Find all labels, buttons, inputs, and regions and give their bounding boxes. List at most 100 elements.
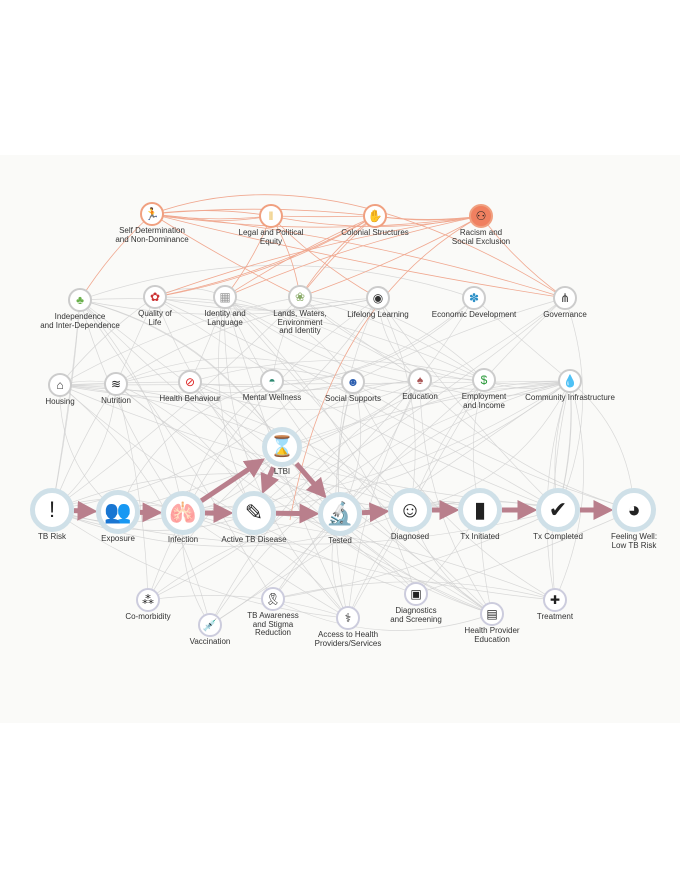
influence-edge: [51, 299, 81, 511]
structural-edge: [154, 215, 376, 298]
runner-landscape-icon: 🏃: [140, 202, 164, 226]
node-employment-and-income[interactable]: $Employment and Income: [462, 368, 506, 409]
syringe-icon: 💉: [198, 613, 222, 637]
node-label: Governance: [543, 310, 587, 319]
node-diagnostics-and-screening[interactable]: ▣Diagnostics and Screening: [390, 582, 442, 623]
node-identity-and-language[interactable]: ▦Identity and Language: [204, 285, 246, 326]
node-economic-development[interactable]: ✽Economic Development: [432, 286, 516, 319]
tree-icon: ♣: [68, 288, 92, 312]
node-quality-of-life[interactable]: ✿Quality of Life: [138, 285, 172, 326]
node-tx-initiated[interactable]: ▮Tx Initiated: [458, 488, 502, 541]
influence-edge: [419, 379, 571, 397]
node-education[interactable]: ♠Education: [402, 368, 438, 401]
influence-edge: [253, 297, 566, 514]
influence-edge: [117, 380, 273, 513]
influence-edge: [115, 357, 354, 385]
node-housing[interactable]: ⌂Housing: [45, 373, 75, 406]
node-label: Treatment: [536, 612, 574, 621]
influence-edge: [271, 380, 493, 615]
node-health-provider-education[interactable]: ▤Health Provider Education: [464, 602, 520, 643]
pathway-arrow: [294, 461, 327, 499]
node-label: Lifelong Learning: [347, 310, 409, 319]
influence-edge: [59, 380, 571, 386]
fish-icon: ≋: [104, 372, 128, 396]
hands-icon: ✋: [363, 204, 387, 228]
node-nutrition[interactable]: ≋Nutrition: [101, 372, 131, 405]
structural-edge: [151, 210, 272, 217]
influence-edge: [59, 384, 211, 626]
node-lands-waters-environment-and-identity[interactable]: ❀Lands, Waters, Environment and Identity: [273, 285, 327, 335]
influence-edge: [182, 512, 349, 619]
no-smoking-icon: ⊘: [178, 370, 202, 394]
exclamation-icon: !: [30, 488, 74, 532]
diagram-panel: [0, 155, 680, 723]
influence-edge: [147, 297, 379, 601]
node-community-infrastructure[interactable]: 💧Community Infrastructure: [525, 369, 615, 402]
lungs-icon: 🫁: [161, 491, 205, 535]
money-bag-icon: $: [472, 368, 496, 392]
medicine-bottle-icon: ✚: [543, 588, 567, 612]
node-lifelong-learning[interactable]: ◉Lifelong Learning: [347, 286, 409, 319]
node-tested[interactable]: 🔬Tested: [318, 492, 362, 545]
book-tree-icon: ♠: [408, 368, 432, 392]
influence-edge: [272, 380, 571, 600]
doctor-icon: ☺: [388, 488, 432, 532]
node-tb-risk[interactable]: !TB Risk: [30, 488, 74, 541]
node-health-behaviour[interactable]: ⊘Health Behaviour: [159, 370, 221, 403]
node-label: Infection: [167, 535, 199, 544]
node-governance[interactable]: ⋔Governance: [543, 286, 587, 319]
node-label: Housing: [45, 397, 75, 406]
node-tx-completed[interactable]: ✔Tx Completed: [533, 488, 583, 541]
node-treatment[interactable]: ✚Treatment: [537, 588, 573, 621]
node-diagnosed[interactable]: ☺Diagnosed: [388, 488, 432, 541]
node-co-morbidity[interactable]: ⁂Co-morbidity: [125, 588, 171, 621]
hourglass-icon: ⌛: [262, 427, 302, 467]
node-label: Diagnostics and Screening: [390, 606, 442, 624]
node-label: Colonial Structures: [341, 228, 409, 237]
node-ltbi[interactable]: ⌛LTBI: [262, 427, 302, 476]
node-label: Health Behaviour: [159, 394, 221, 403]
node-tb-awareness-and-stigma-reduction[interactable]: 🎗TB Awareness and Stigma Reduction: [247, 587, 299, 637]
microscope-icon: 🔬: [318, 492, 362, 536]
classroom-icon: ▤: [480, 602, 504, 626]
influence-edge: [352, 381, 635, 511]
node-social-supports[interactable]: ☻Social Supports: [325, 370, 381, 403]
influence-edge: [272, 598, 493, 631]
node-label: Active TB Disease: [221, 535, 287, 544]
node-feeling-well-low-tb-risk[interactable]: ◕Feeling Well: Low TB Risk: [611, 488, 657, 549]
node-colonial-structures[interactable]: ✋Colonial Structures: [341, 204, 409, 237]
node-independence-and-inter-dependence[interactable]: ♣Independence and Inter-Dependence: [40, 288, 120, 329]
node-label: Legal and Political Equity: [238, 228, 304, 246]
structural-edge: [224, 215, 482, 298]
influence-edge: [281, 446, 493, 615]
node-exposure[interactable]: 👥Exposure: [96, 490, 140, 543]
node-label: Employment and Income: [461, 392, 507, 410]
water-drop-icon: 💧: [558, 369, 582, 393]
influence-edge: [352, 379, 485, 395]
influence-edge: [473, 297, 571, 382]
influence-edge: [115, 297, 379, 385]
node-vaccination[interactable]: 💉Vaccination: [190, 613, 230, 646]
influence-edge: [272, 379, 485, 600]
node-mental-wellness[interactable]: ◓Mental Wellness: [243, 369, 301, 402]
structural-edge: [151, 194, 566, 299]
node-self-determination-and-non-dominance[interactable]: 🏃Self Determination and Non-Dominance: [115, 202, 189, 243]
influence-edge: [209, 379, 421, 626]
influence-edge: [154, 296, 559, 511]
node-label: Community Infrastructure: [525, 393, 615, 402]
sunrise-icon: ◓: [260, 369, 284, 393]
influence-edge: [271, 297, 475, 382]
node-access-to-health-providers-services[interactable]: ⚕Access to Health Providers/Services: [315, 606, 381, 647]
structural-edge: [270, 215, 376, 218]
node-label: Racism and Social Exclusion: [451, 228, 511, 246]
influence-edge: [51, 509, 349, 619]
influence-edge: [272, 509, 559, 600]
node-racism-and-social-exclusion[interactable]: ⚇Racism and Social Exclusion: [452, 204, 510, 245]
node-label: Diagnosed: [390, 532, 430, 541]
influence-edge: [79, 299, 184, 514]
node-active-tb-disease[interactable]: ✎Active TB Disease: [221, 491, 287, 544]
pathway-arrow: [361, 502, 390, 523]
node-infection[interactable]: 🫁Infection: [161, 491, 205, 544]
